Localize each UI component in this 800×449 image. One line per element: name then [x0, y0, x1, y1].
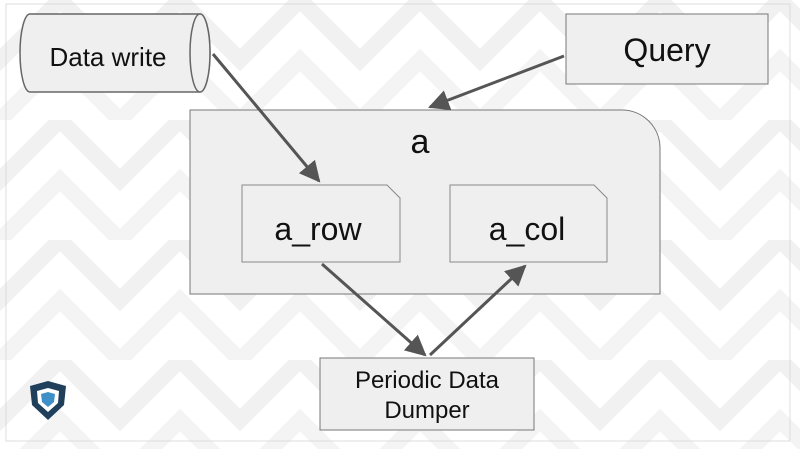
- arrow-dumper-to-a-col: [428, 264, 527, 357]
- dumper-node: Periodic Data Dumper: [319, 357, 535, 431]
- a-col-node: a_col: [449, 184, 608, 263]
- arrow-data-write-to-a-row: [211, 53, 321, 183]
- a-col-label: a_col: [489, 211, 566, 247]
- dumper-label-line2: Dumper: [384, 397, 469, 424]
- query-node: Query: [565, 13, 769, 85]
- data-write-label: Data write: [49, 42, 166, 72]
- arrow-query-to-table-a: [428, 54, 565, 111]
- a-row-node: a_row: [241, 184, 401, 263]
- arrow-a-row-to-dumper: [321, 262, 427, 357]
- table-a-label: a: [411, 123, 430, 161]
- slide-border: [5, 3, 791, 442]
- data-write-node: Data write: [19, 13, 211, 93]
- query-label: Query: [623, 32, 710, 68]
- a-row-label: a_row: [274, 211, 362, 247]
- dumper-label-line1: Periodic Data: [355, 367, 500, 394]
- shield-logo-icon: [30, 381, 66, 420]
